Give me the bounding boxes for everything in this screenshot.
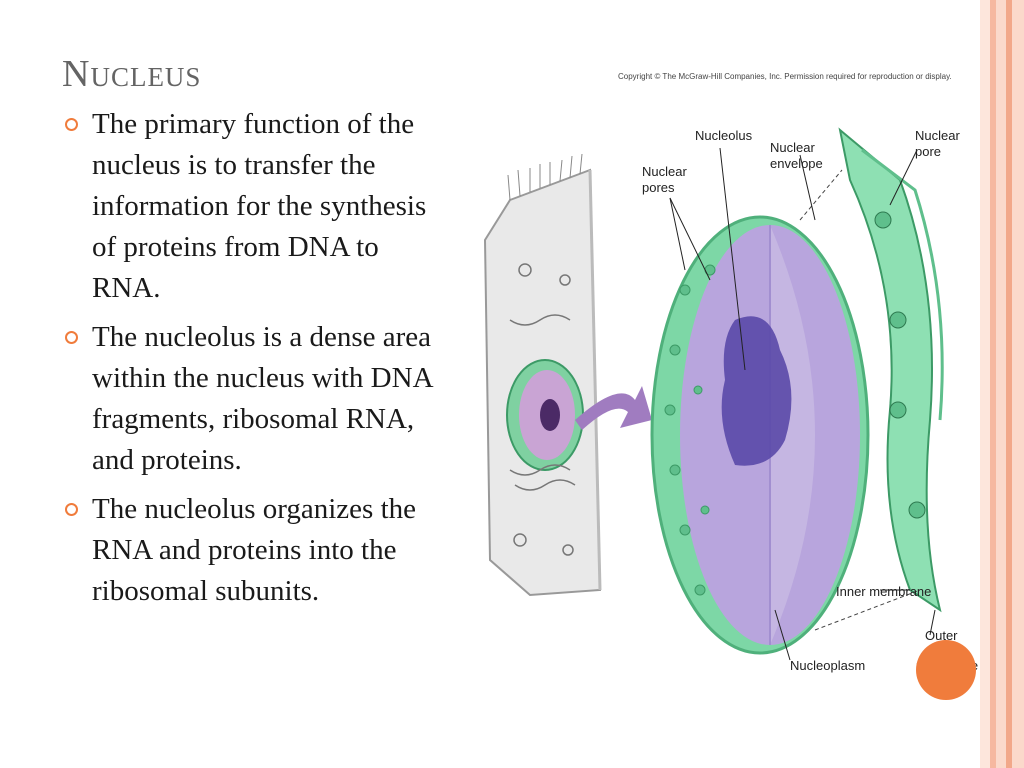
bullet-item: The nucleolus organizes the RNA and prot… (62, 489, 442, 612)
bullet-marker-icon (65, 331, 78, 344)
envelope-fragment (799, 127, 944, 631)
label-nuclear-envelope-line1: Nuclear (770, 140, 815, 155)
bullet-text: The nucleolus is a dense area within the… (92, 321, 432, 476)
bullet-marker-icon (65, 118, 78, 131)
label-nuclear-pore-line2: pore (915, 144, 941, 159)
label-nucleolus: Nucleolus (695, 128, 753, 143)
bullet-item: The nucleolus is a dense area within the… (62, 317, 442, 481)
label-nuclear-pore-line1: Nuclear (915, 128, 960, 143)
cell-illustration (483, 153, 602, 597)
nucleus-sphere (650, 215, 870, 655)
slide-title: Nucleus (62, 53, 202, 95)
arrow-icon (575, 386, 652, 430)
label-nuclear-pores-line2: pores (642, 180, 675, 195)
nucleus-diagram: Nucleolus Nuclear envelope Nuclear pores… (470, 90, 990, 710)
bullet-marker-icon (65, 503, 78, 516)
label-nucleoplasm: Nucleoplasm (790, 658, 865, 673)
decorative-stripes (980, 0, 1024, 768)
bullet-text: The primary function of the nucleus is t… (92, 108, 427, 304)
label-inner-membrane: Inner membrane (836, 584, 931, 599)
label-nuclear-pores-line1: Nuclear (642, 164, 687, 179)
nucleus-diagram-svg: Nucleolus Nuclear envelope Nuclear pores… (483, 127, 978, 673)
label-nuclear-envelope-line2: envelope (770, 156, 823, 171)
accent-circle (916, 640, 976, 700)
bullet-text: The nucleolus organizes the RNA and prot… (92, 493, 416, 607)
copyright-notice: Copyright © The McGraw-Hill Companies, I… (618, 72, 952, 81)
bullet-list: The primary function of the nucleus is t… (62, 104, 442, 620)
label-outer-membrane-line1: Outer (925, 628, 958, 643)
bullet-item: The primary function of the nucleus is t… (62, 104, 442, 309)
